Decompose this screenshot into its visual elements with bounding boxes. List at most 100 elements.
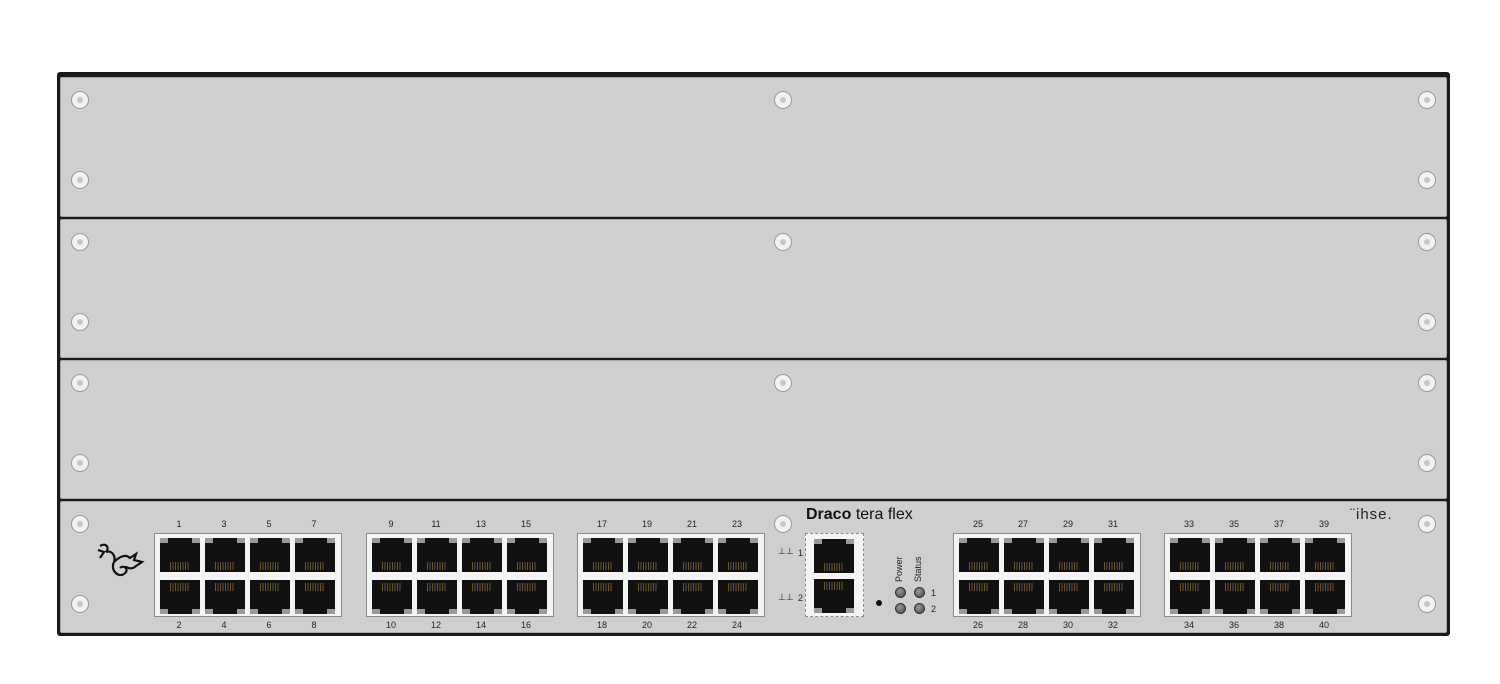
screw-icon — [774, 233, 792, 251]
port-number-label: 40 — [1318, 620, 1329, 630]
power-led-2 — [895, 603, 906, 614]
rj45-port[interactable] — [959, 580, 999, 614]
port-number-label: 33 — [1183, 519, 1194, 529]
brand-logo: ¨ihse. — [1350, 506, 1393, 523]
uplink-label-1: 1 — [798, 548, 804, 558]
port-number-label: 38 — [1273, 620, 1284, 630]
led-row-2-label: 2 — [931, 604, 937, 614]
port-number-label: 27 — [1017, 519, 1028, 529]
rj45-port[interactable] — [628, 580, 668, 614]
rj45-port[interactable] — [417, 538, 457, 572]
rj45-port[interactable] — [673, 538, 713, 572]
port-group — [366, 533, 554, 617]
port-number-label: 18 — [596, 620, 607, 630]
rj45-port[interactable] — [462, 538, 502, 572]
port-number-label: 25 — [972, 519, 983, 529]
screw-icon — [71, 313, 89, 331]
screw-icon — [1418, 91, 1436, 109]
rj45-port[interactable] — [1049, 580, 1089, 614]
port-number-label: 17 — [596, 519, 607, 529]
rack-panel-3 — [60, 360, 1447, 499]
rj45-port[interactable] — [250, 538, 290, 572]
rj45-port[interactable] — [673, 580, 713, 614]
uplink-port-2[interactable] — [814, 579, 854, 613]
rj45-port[interactable] — [160, 580, 200, 614]
screw-icon — [1418, 171, 1436, 189]
rj45-port[interactable] — [628, 538, 668, 572]
rj45-port[interactable] — [1049, 538, 1089, 572]
port-number-label: 24 — [731, 620, 742, 630]
screw-icon — [71, 454, 89, 472]
status-led-2 — [914, 603, 925, 614]
rj45-port[interactable] — [1215, 538, 1255, 572]
screw-icon — [1418, 313, 1436, 331]
port-number-label: 11 — [431, 519, 441, 529]
rj45-port[interactable] — [1215, 580, 1255, 614]
screw-icon — [1418, 515, 1436, 533]
rj45-port[interactable] — [507, 538, 547, 572]
rj45-port[interactable] — [1004, 538, 1044, 572]
port-number-label: 9 — [388, 519, 394, 529]
rj45-port[interactable] — [1260, 538, 1300, 572]
rj45-port[interactable] — [372, 580, 412, 614]
rack-panel-1 — [60, 77, 1447, 217]
port-number-label: 34 — [1183, 620, 1194, 630]
port-number-label: 20 — [641, 620, 652, 630]
rj45-port[interactable] — [1305, 538, 1345, 572]
rack-panel-2 — [60, 219, 1447, 358]
status-led-1 — [914, 587, 925, 598]
port-number-label: 14 — [475, 620, 486, 630]
screw-icon — [1418, 454, 1436, 472]
screw-icon — [71, 233, 89, 251]
port-number-label: 37 — [1273, 519, 1284, 529]
power-label: Power — [894, 556, 904, 582]
uplink-port-1[interactable] — [814, 539, 854, 573]
screw-icon — [1418, 595, 1436, 613]
rj45-port[interactable] — [1094, 538, 1134, 572]
rj45-port[interactable] — [462, 580, 502, 614]
rj45-port[interactable] — [160, 538, 200, 572]
port-number-label: 1 — [176, 519, 182, 529]
port-number-label: 15 — [520, 519, 531, 529]
rj45-port[interactable] — [1305, 580, 1345, 614]
rj45-port[interactable] — [1170, 580, 1210, 614]
rj45-port[interactable] — [583, 538, 623, 572]
rj45-port[interactable] — [1170, 538, 1210, 572]
port-number-label: 39 — [1318, 519, 1329, 529]
port-number-label: 26 — [972, 620, 983, 630]
network-icon: ⊥⊥ — [778, 546, 794, 556]
rj45-port[interactable] — [507, 580, 547, 614]
rj45-port[interactable] — [1004, 580, 1044, 614]
screw-icon — [774, 374, 792, 392]
port-number-label: 22 — [686, 620, 697, 630]
rj45-port[interactable] — [295, 538, 335, 572]
led-row-1-label: 1 — [931, 588, 937, 598]
rj45-port[interactable] — [718, 580, 758, 614]
port-number-label: 12 — [430, 620, 441, 630]
port-number-label: 13 — [475, 519, 486, 529]
rj45-port[interactable] — [417, 580, 457, 614]
rj45-port[interactable] — [959, 538, 999, 572]
port-number-label: 35 — [1228, 519, 1239, 529]
screw-icon — [71, 91, 89, 109]
rj45-port[interactable] — [1260, 580, 1300, 614]
port-number-label: 32 — [1107, 620, 1118, 630]
rj45-port[interactable] — [205, 580, 245, 614]
port-number-label: 36 — [1228, 620, 1239, 630]
rj45-port[interactable] — [583, 580, 623, 614]
rj45-port[interactable] — [372, 538, 412, 572]
rj45-port[interactable] — [250, 580, 290, 614]
screw-icon — [71, 171, 89, 189]
rj45-port[interactable] — [295, 580, 335, 614]
rj45-port[interactable] — [1094, 580, 1134, 614]
screw-icon — [71, 595, 89, 613]
reset-pinhole[interactable] — [876, 600, 882, 606]
rj45-port[interactable] — [205, 538, 245, 572]
port-number-label: 28 — [1017, 620, 1028, 630]
port-number-label: 30 — [1062, 620, 1073, 630]
port-group — [577, 533, 765, 617]
port-number-label: 19 — [641, 519, 652, 529]
port-number-label: 23 — [731, 519, 742, 529]
port-number-label: 8 — [311, 620, 317, 630]
rj45-port[interactable] — [718, 538, 758, 572]
